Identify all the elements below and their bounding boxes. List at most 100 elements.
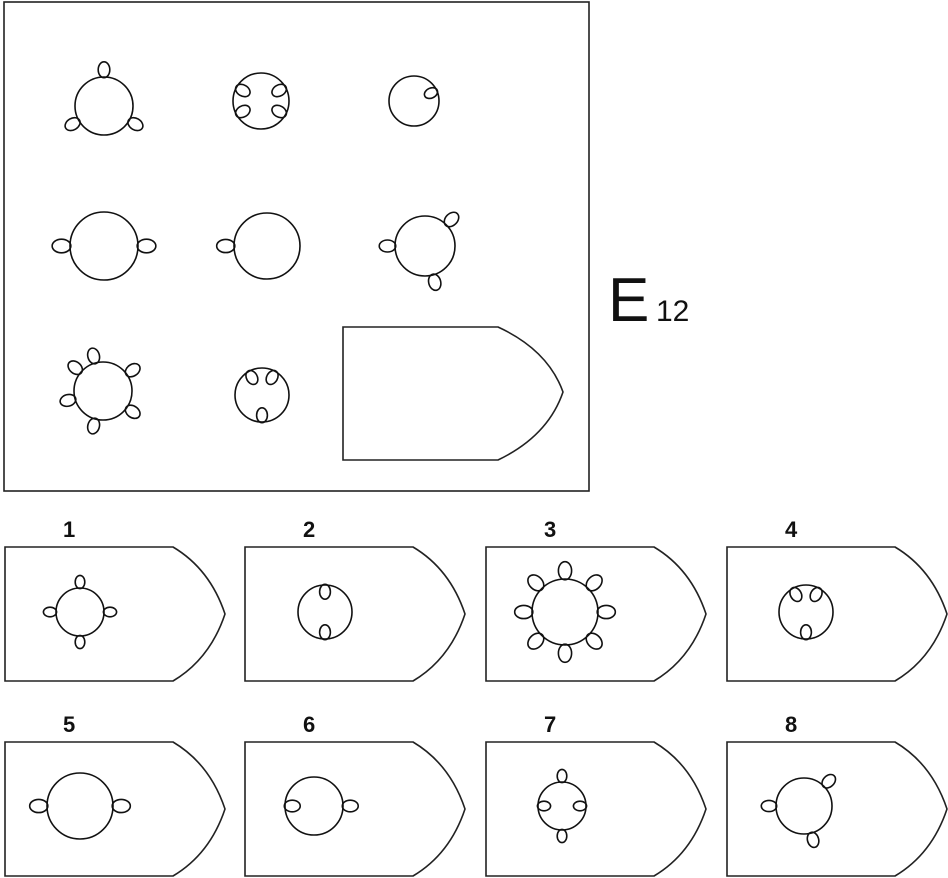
option-number: 2: [303, 517, 315, 542]
option-6[interactable]: 6: [244, 712, 466, 877]
inner-loop: [271, 104, 288, 119]
option-8[interactable]: 8: [726, 712, 948, 877]
matrix-figure-2-1: [51, 211, 157, 281]
option-figure: [536, 768, 588, 844]
matrix-frame: [3, 1, 590, 492]
outer-loop: [136, 238, 157, 254]
inner-loop: [789, 586, 803, 603]
option-number: 7: [544, 712, 556, 737]
outer-loop: [596, 604, 617, 620]
inner-loop: [255, 407, 269, 424]
figure-circle: [537, 781, 587, 831]
figure-circle: [74, 76, 134, 136]
inner-loop: [318, 624, 332, 641]
matrix-figure-1-2: [232, 72, 290, 130]
option-frame[interactable]: [485, 741, 707, 877]
inner-loop: [283, 799, 302, 813]
matrix-figure-1-3: [388, 75, 440, 127]
outer-loop: [111, 798, 132, 814]
figure-circle: [284, 776, 344, 836]
option-number: 5: [63, 712, 75, 737]
matrix-figures: [51, 60, 460, 435]
outer-loop: [443, 211, 460, 228]
outer-loop: [86, 417, 101, 435]
outer-loop: [51, 238, 72, 254]
option-figure: [283, 776, 360, 836]
matrix-figure-2-3: [378, 211, 460, 292]
option-figure: [42, 574, 118, 650]
inner-loop: [234, 104, 251, 119]
option-number: 8: [785, 712, 797, 737]
option-7[interactable]: 7: [485, 712, 707, 877]
option-frame[interactable]: [726, 546, 948, 682]
option-number: 4: [785, 517, 798, 542]
inner-loop: [799, 624, 813, 641]
outer-loop: [74, 574, 86, 590]
option-figure: [760, 773, 837, 849]
inner-loop: [265, 369, 279, 386]
option-number: 3: [544, 517, 556, 542]
outer-loop: [527, 632, 545, 650]
outer-loop: [557, 560, 573, 581]
option-1[interactable]: 1: [4, 517, 226, 682]
option-figure: [28, 772, 132, 840]
outer-loop: [585, 574, 603, 592]
option-frame[interactable]: [244, 546, 466, 682]
outer-loop: [102, 606, 118, 618]
option-frame[interactable]: [4, 546, 226, 682]
option-frame[interactable]: [726, 741, 948, 877]
option-4[interactable]: 4: [726, 517, 948, 682]
figure-circle: [46, 772, 114, 840]
outer-loop: [427, 273, 442, 292]
outer-loop: [585, 632, 603, 650]
inner-loop: [271, 83, 288, 98]
outer-loop: [557, 643, 573, 664]
outer-loop: [59, 393, 77, 408]
outer-loop: [513, 604, 534, 620]
option-2[interactable]: 2: [244, 517, 466, 682]
inner-loop: [318, 583, 332, 600]
matrix-figure-3-1: [59, 347, 141, 435]
outer-loop: [341, 799, 360, 813]
outer-loop: [124, 362, 141, 378]
inner-loop: [809, 586, 823, 603]
outer-loop: [821, 773, 837, 789]
option-figure: [513, 560, 617, 664]
inner-loop: [423, 86, 439, 100]
outer-loop: [527, 574, 545, 592]
outer-loop: [215, 238, 236, 254]
option-figure: [297, 583, 353, 641]
outer-loop: [806, 831, 820, 849]
figure-circle: [297, 584, 353, 640]
problem-code-letter: E: [608, 266, 649, 335]
outer-loop: [97, 60, 111, 79]
figure-circle: [55, 587, 105, 637]
inner-loop: [572, 800, 588, 812]
option-3[interactable]: 3: [485, 517, 707, 682]
matrix-figure-2-2: [215, 212, 301, 280]
figure-circle: [778, 584, 834, 640]
option-5[interactable]: 5: [4, 712, 226, 877]
inner-loop: [245, 369, 259, 386]
missing-cell: [342, 326, 564, 461]
figure-circle: [233, 212, 301, 280]
outer-loop: [760, 799, 778, 813]
problem-code-number: 12: [656, 295, 689, 328]
option-number: 6: [303, 712, 315, 737]
outer-loop: [124, 404, 141, 420]
outer-loop: [556, 768, 568, 784]
inner-loop: [536, 800, 552, 812]
outer-loop: [28, 798, 49, 814]
figure-circle: [73, 361, 133, 421]
outer-loop: [378, 239, 397, 253]
outer-loop: [74, 634, 86, 650]
option-frame[interactable]: [485, 546, 707, 682]
figure-circle: [232, 72, 290, 130]
outer-loop: [64, 116, 81, 132]
outer-loop: [67, 360, 84, 376]
figure-circle: [388, 75, 440, 127]
option-frame[interactable]: [4, 741, 226, 877]
option-frame[interactable]: [244, 741, 466, 877]
figure-circle: [69, 211, 139, 281]
